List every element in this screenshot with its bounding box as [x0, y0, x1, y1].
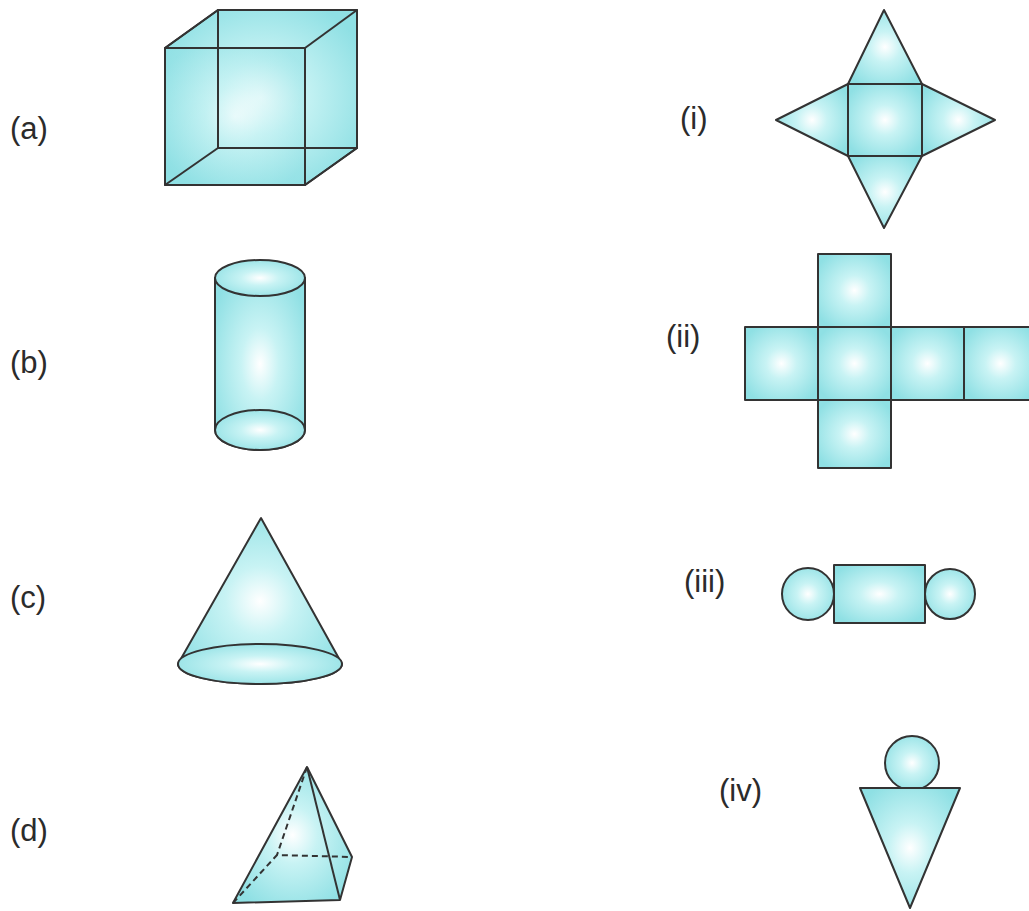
- pyramid-net: [776, 10, 995, 228]
- cylinder: [215, 260, 305, 450]
- figure-label: (d): [10, 815, 48, 846]
- figure-label: (a): [10, 113, 48, 144]
- figure-label: (ii): [666, 321, 700, 352]
- figure-label: (i): [680, 103, 708, 134]
- square-pyramid: [233, 767, 352, 903]
- cone-net: [860, 736, 960, 908]
- figure-label: (iii): [684, 566, 725, 597]
- figure-label: (c): [10, 582, 46, 613]
- figure-label: (iv): [719, 775, 762, 806]
- cube: [165, 10, 357, 185]
- cube-net: [745, 254, 1029, 468]
- cylinder-net: [782, 565, 975, 623]
- figure-label: (b): [10, 347, 48, 378]
- cone: [178, 518, 342, 684]
